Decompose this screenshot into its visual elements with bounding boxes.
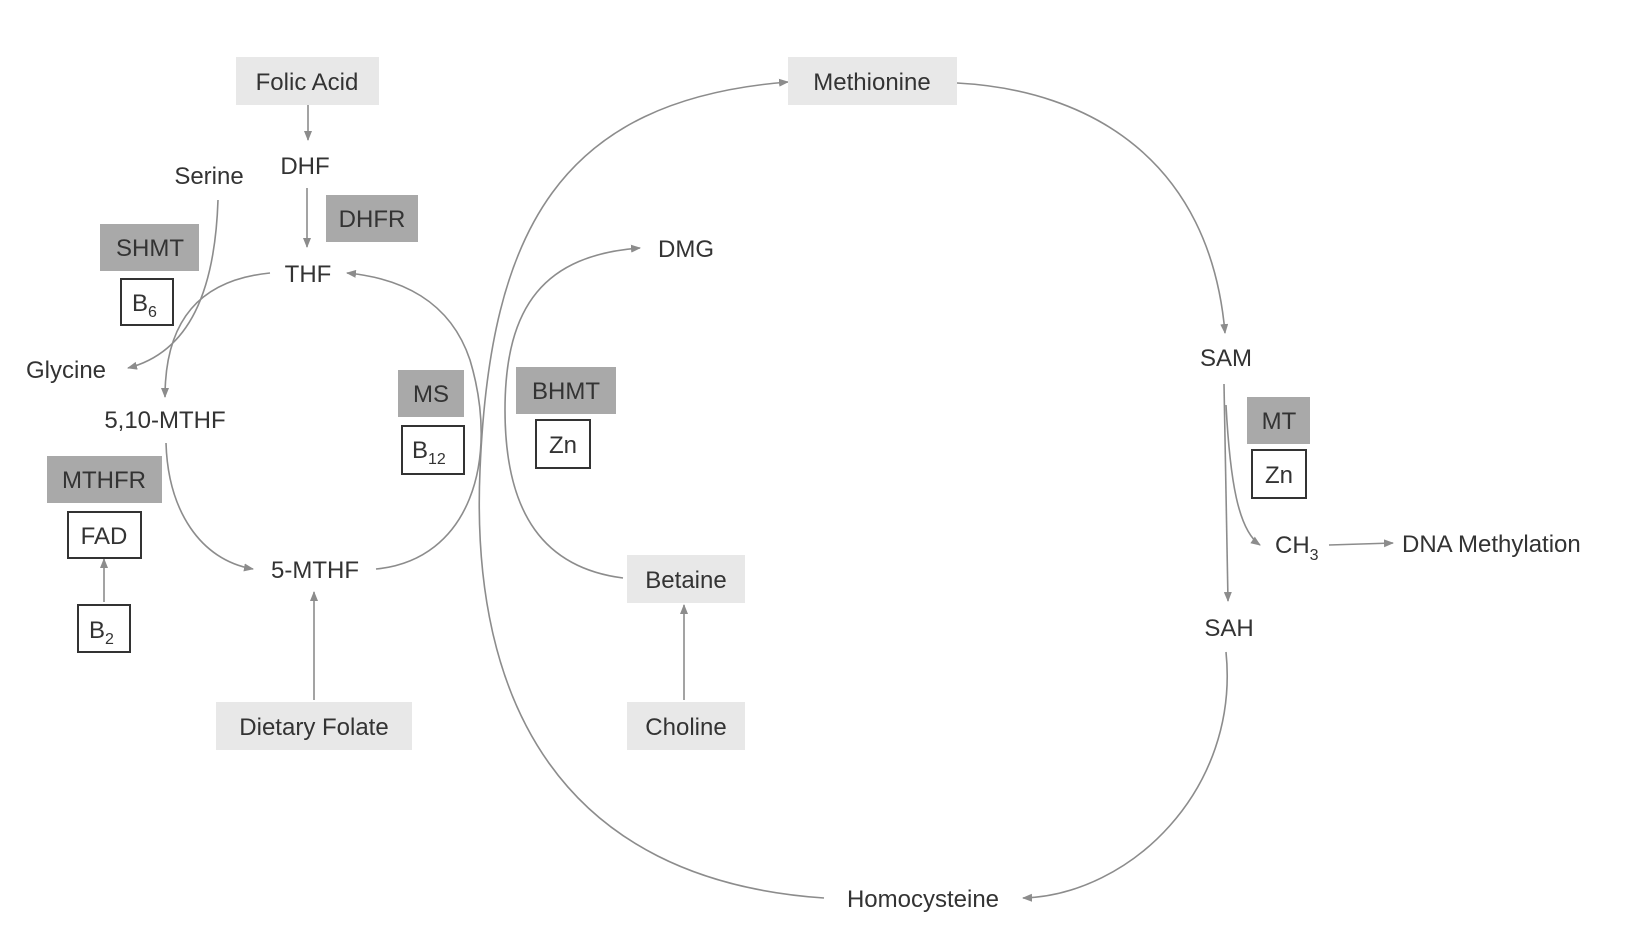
5-mthf-label: 5-MTHF — [271, 557, 359, 584]
b2-subscript: 2 — [105, 631, 114, 648]
mthfr-label: MTHFR — [62, 467, 146, 494]
ch3-base: CH — [1275, 532, 1310, 559]
fad-cofactor: FAD — [67, 511, 142, 559]
choline-node: Choline — [627, 702, 745, 750]
arrow-serine-to-glycine — [127, 199, 219, 370]
b12-subscript: 12 — [428, 451, 446, 468]
homocysteine-label: Homocysteine — [847, 886, 999, 913]
folic-acid-node: Folic Acid — [236, 57, 379, 105]
dhfr-label: DHFR — [339, 206, 406, 233]
b12-label: B12 — [412, 437, 446, 468]
edges — [100, 78, 1394, 902]
glycine-label: Glycine — [26, 357, 106, 384]
b6-base: B — [132, 290, 148, 317]
ch3-label: CH3 — [1275, 532, 1319, 564]
ch3-subscript: 3 — [1310, 547, 1319, 564]
mt-enzyme: MT — [1247, 397, 1310, 444]
arrow-sah-to-homocysteine — [1022, 651, 1228, 902]
dietary-folate-label: Dietary Folate — [239, 714, 388, 741]
b2-label: B2 — [89, 617, 114, 648]
ms-enzyme: MS — [398, 370, 464, 417]
mt-label: MT — [1262, 408, 1297, 435]
zn-bhmt-label: Zn — [549, 432, 577, 459]
arrow-thf-to-5-10-mthf — [161, 272, 271, 398]
b6-label: B6 — [132, 290, 157, 321]
arrow-5-mthf-to-thf — [346, 269, 482, 570]
shmt-enzyme: SHMT — [100, 224, 199, 271]
b12-base: B — [412, 437, 428, 464]
arrow-betaine-to-dmg — [504, 244, 641, 579]
dna-methylation-label: DNA Methylation — [1402, 531, 1581, 558]
b6-subscript: 6 — [148, 304, 157, 321]
bhmt-enzyme: BHMT — [516, 367, 616, 414]
zn-mt-cofactor: Zn — [1251, 449, 1307, 499]
methionine-label: Methionine — [813, 69, 930, 96]
choline-label: Choline — [645, 714, 726, 741]
betaine-node: Betaine — [627, 555, 745, 603]
folic-acid-label: Folic Acid — [256, 69, 359, 96]
methionine-node: Methionine — [788, 57, 957, 105]
sam-label: SAM — [1200, 345, 1252, 372]
zn-bhmt-cofactor: Zn — [535, 419, 591, 469]
thf-label: THF — [285, 261, 332, 288]
dhf-label: DHF — [280, 153, 329, 180]
dhfr-enzyme: DHFR — [326, 195, 418, 242]
arrow-methionine-to-sam — [956, 82, 1229, 334]
b2-base: B — [89, 617, 105, 644]
arrow-homocysteine-to-methionine — [478, 78, 825, 899]
shmt-label: SHMT — [116, 235, 184, 262]
b6-cofactor: B6 — [120, 278, 174, 326]
ms-label: MS — [413, 381, 449, 408]
b12-cofactor: B12 — [401, 425, 465, 475]
zn-mt-label: Zn — [1265, 462, 1293, 489]
mthfr-enzyme: MTHFR — [47, 456, 162, 503]
dietary-folate-node: Dietary Folate — [216, 702, 412, 750]
betaine-label: Betaine — [645, 567, 726, 594]
b2-cofactor: B2 — [77, 604, 131, 653]
fad-label: FAD — [81, 523, 128, 550]
bhmt-label: BHMT — [532, 378, 600, 405]
arrow-sam-to-ch3 — [1225, 404, 1261, 546]
5-10-mthf-label: 5,10-MTHF — [104, 407, 225, 434]
arrow-sam-to-sah — [1223, 383, 1232, 602]
sah-label: SAH — [1204, 615, 1253, 642]
arrow-5-10-mthf-to-5-mthf — [165, 442, 254, 572]
arrow-ch3-to-dna-methylation — [1328, 539, 1394, 548]
dmg-label: DMG — [658, 236, 714, 263]
serine-label: Serine — [174, 163, 243, 190]
